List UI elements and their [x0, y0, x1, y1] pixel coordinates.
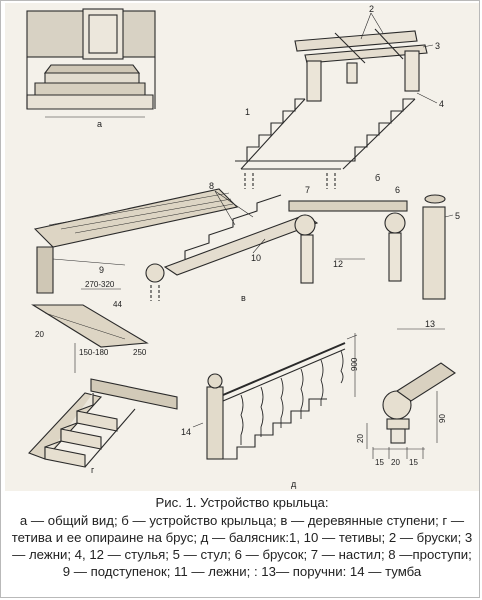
- callout-10-v: 10: [251, 253, 261, 263]
- figure-caption: Рис. 1. Устройство крыльца: а — общий ви…: [7, 494, 477, 580]
- callout-6-v: 6: [395, 185, 400, 195]
- dim-15-left: 15: [375, 458, 384, 467]
- panel-v-wooden-steps: 8 10 12 7 6 9 в: [33, 181, 408, 303]
- dim-250: 250: [133, 348, 147, 357]
- panel-g-stringer-detail: 270-320 44 20 150-180 250 г: [28, 280, 178, 475]
- dim-15-right: 15: [409, 458, 418, 467]
- caption-title: Рис. 1. Устройство крыльца:: [155, 495, 329, 510]
- dim-riser: 150-180: [79, 348, 109, 357]
- callout-7-v: 7: [305, 185, 310, 195]
- dim-90: 90: [438, 414, 447, 423]
- panel-d-railing: 900 14 д 13 20: [181, 319, 456, 489]
- dim-900: 900: [350, 357, 359, 371]
- label-d: д: [291, 479, 297, 489]
- callout-14-d: 14: [181, 427, 191, 437]
- figure-drawing: а: [26, 4, 460, 489]
- panel-post-5: 5: [422, 194, 460, 300]
- callout-5-post: 5: [455, 211, 460, 221]
- label-b: б: [375, 173, 380, 183]
- callout-1-b: 1: [245, 107, 250, 117]
- callout-12-v: 12: [333, 259, 343, 269]
- callout-2-b: 2: [369, 4, 374, 14]
- caption-body: а — общий вид; б — устройство крыльца; в…: [11, 513, 473, 579]
- label-a: а: [97, 119, 102, 129]
- label-g: г: [91, 465, 95, 475]
- dim-20: 20: [35, 330, 44, 339]
- callout-9-v: 9: [99, 265, 104, 275]
- dim-44: 44: [113, 300, 122, 309]
- callout-8-v: 8: [209, 181, 214, 191]
- label-v: в: [241, 293, 246, 303]
- callout-3-b: 3: [435, 41, 440, 51]
- panel-a-general-view: а: [26, 8, 156, 129]
- dim-20-height: 20: [356, 434, 365, 443]
- porch-construction-figure: а: [5, 3, 479, 491]
- callout-13-d: 13: [425, 319, 435, 329]
- callout-4-b: 4: [439, 99, 444, 109]
- panel-b-porch-frame: 2 3 4 1 б: [235, 4, 444, 189]
- dim-20-mid: 20: [391, 458, 400, 467]
- dim-tread: 270-320: [85, 280, 115, 289]
